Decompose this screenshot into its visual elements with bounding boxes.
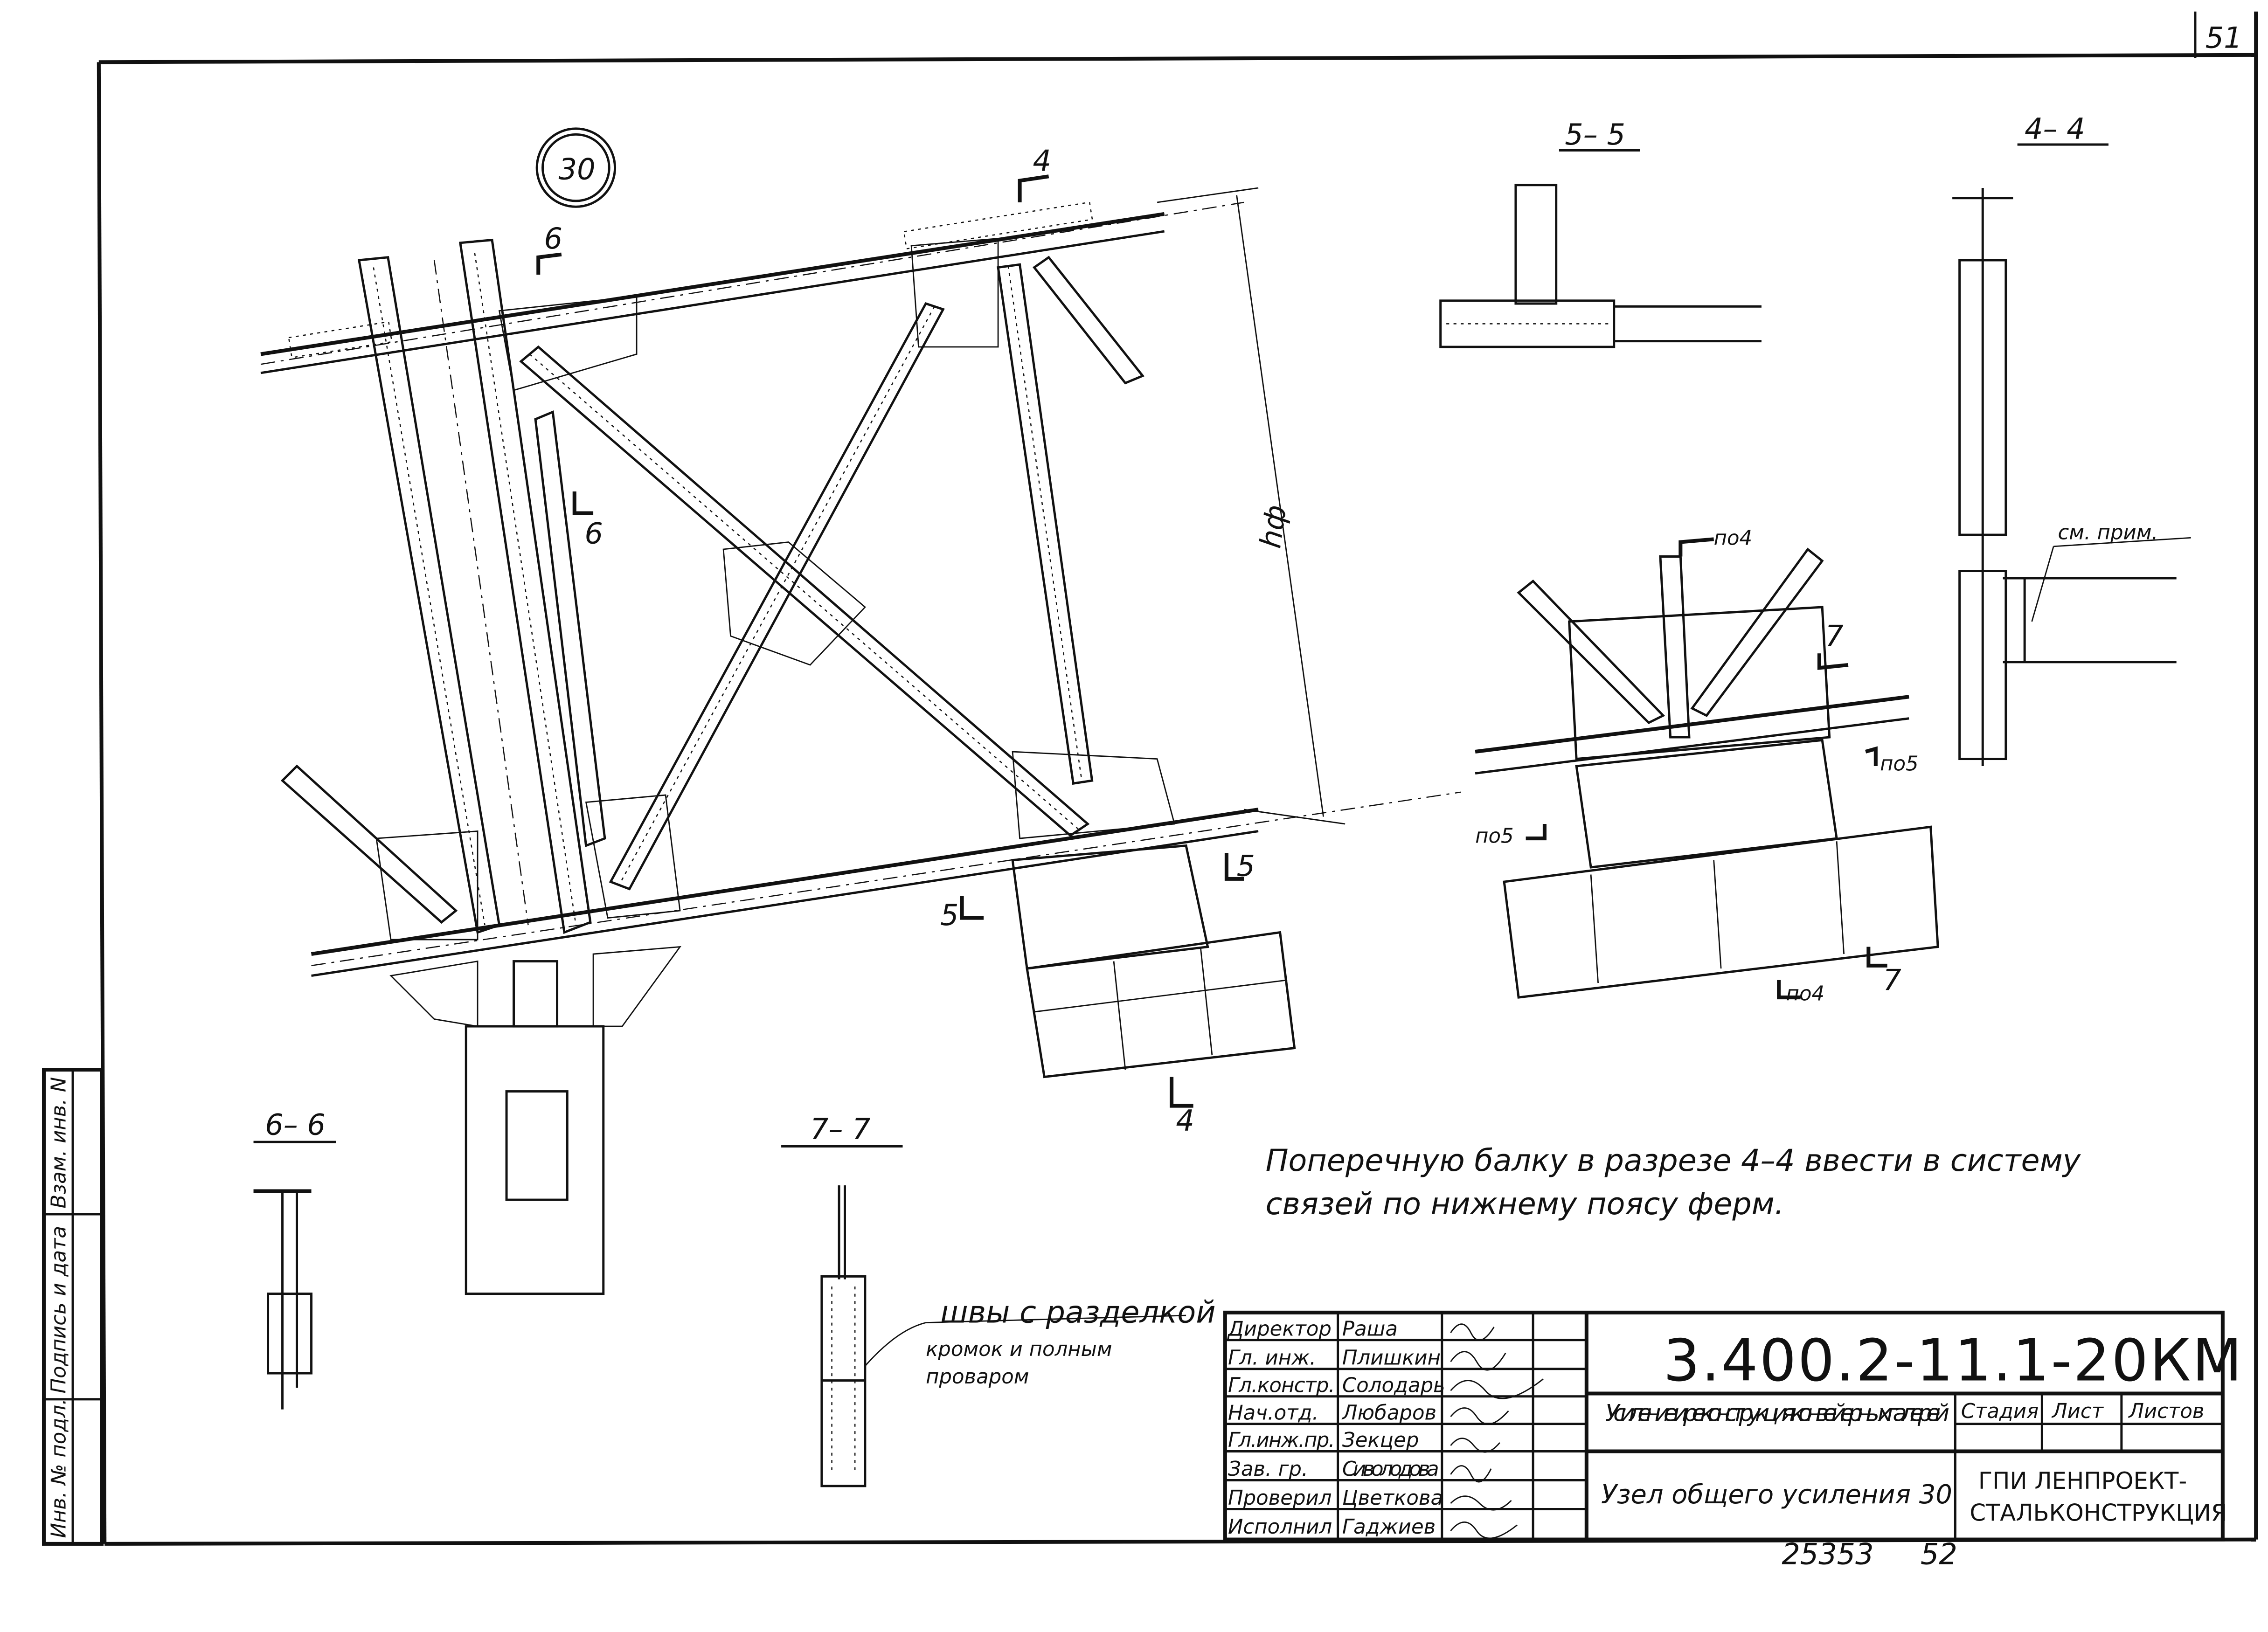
cut-6-bottom: 6 [584,517,603,551]
name-5: Сиволодова [1342,1458,1439,1481]
svg-text:30: 30 [559,152,596,186]
title-block [1223,1310,2225,1542]
dim-hf: hф [1253,503,1293,551]
section-4-4-view [1952,188,2191,767]
role-7: Исполнил [1228,1515,1332,1539]
section-7-node-view [1475,537,1939,1000]
cut-marks [536,174,1244,1108]
stamp-sign-date: Подпись и дата [48,1226,71,1393]
cut-7-top: 7 [1825,619,1843,653]
stamp-replace-inv: Взам. инв. N [48,1077,71,1209]
cut-4-bottom: 4 [1176,1103,1194,1137]
role-1: Гл. инж. [1228,1346,1316,1369]
cut-po4-top: по4 [1714,527,1753,550]
sheet-title: Узел общего усиления 30 [1601,1480,1952,1510]
title-block-staff: Директор Раша Гл. инж. Плишкин Гл.констр… [1227,1317,1544,1539]
name-1: Плишкин [1342,1346,1441,1369]
name-3: Любаров [1341,1401,1436,1425]
org-line-2: СТАЛЬКОНСТРУКЦИЯ [1970,1499,2227,1526]
sheet-number: 51 [2206,21,2242,55]
name-6: Цветкова [1342,1487,1443,1510]
welds-callout-line3: проваром [926,1365,1029,1389]
cut-5-right: 5 [1237,849,1255,883]
col-sheet: Лист [2051,1400,2104,1423]
cut-po5-left: по5 [1475,824,1514,848]
role-6: Проверил [1228,1487,1332,1510]
role-5: Зав. гр. [1228,1458,1308,1481]
org-line-1: ГПИ ЛЕНПРОЕКТ- [1978,1467,2187,1494]
section-6-6-title: 6– 6 [265,1108,326,1142]
project-title-1: Усиление и реконструкция конвейерных гал… [1605,1399,1949,1426]
side-stamp: Инв. № подл. Подпись и дата Взам. инв. N [42,1068,104,1546]
stamp-inv-orig: Инв. № подл. [48,1398,71,1538]
name-4: Зекцер [1342,1429,1419,1452]
cut-4-top: 4 [1033,144,1051,178]
main-node-view [260,187,1461,1295]
col-sheets: Листов [2128,1400,2204,1423]
name-2: Солодарь [1342,1374,1445,1397]
role-2: Гл.констр. [1228,1374,1335,1397]
section-4-4-title: 4– 4 [2025,112,2085,146]
cut-5-left: 5 [940,898,958,932]
section-5-5-view [1439,184,1762,348]
cut-7-bottom: 7 [1883,963,1901,997]
cut-po4-bottom: по4 [1786,982,1825,1005]
section-7-7-view [820,1185,1186,1487]
section-5-5-title: 5– 5 [1565,118,1625,152]
note-line-2: связей по нижнему поясу ферм. [1266,1187,1784,1222]
section-6-6-view [253,1189,313,1410]
col-stage: Стадия [1961,1400,2039,1423]
cut-6-top: 6 [544,221,562,256]
node-mark: 30 [535,127,617,208]
role-4: Гл.инж.пр. [1228,1429,1335,1452]
name-0: Раша [1342,1317,1398,1341]
role-3: Нач.отд. [1228,1401,1318,1425]
welds-callout-line1: швы с разделкой [940,1295,1215,1330]
signatures [1450,1323,1544,1539]
name-7: Гаджиев [1342,1515,1436,1539]
section-7-7-title: 7– 7 [810,1112,871,1146]
document-code: 3.400.2-11.1-20КМ [1663,1328,2243,1395]
footer-order: 25353 [1782,1537,1873,1571]
role-0: Директор [1227,1317,1332,1341]
footer-page: 52 [1921,1537,1957,1571]
note-line-1: Поперечную балку в разрезе 4–4 ввести в … [1266,1143,2081,1178]
welds-callout-line2: кромок и полным [926,1338,1112,1361]
see-note-callout: см. прим. [2058,521,2158,544]
cut-po5-right: по5 [1880,752,1919,775]
